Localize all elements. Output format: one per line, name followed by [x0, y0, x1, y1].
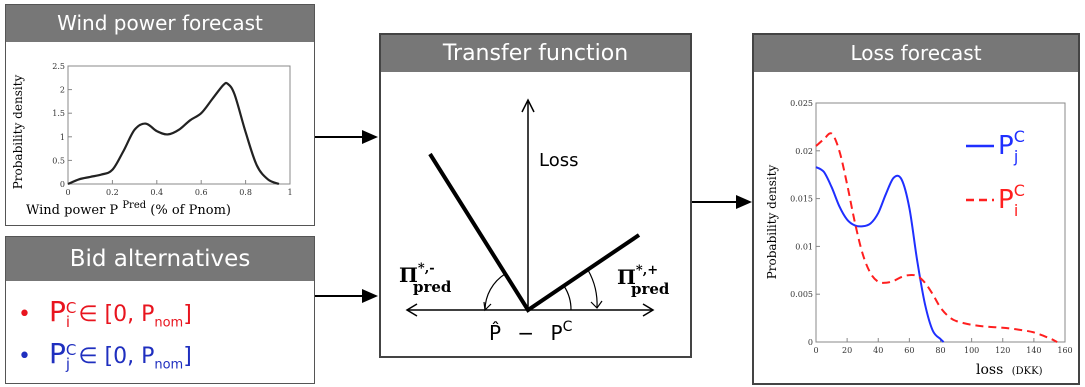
loss-xtick-label: 60: [904, 346, 914, 355]
loss-label: Loss: [539, 150, 578, 171]
angle-arc-left: [484, 273, 506, 311]
wind-xtick-label: 0.4: [150, 188, 163, 197]
wind-ytick-label: 1: [60, 133, 65, 142]
deviation-label: P̂ − PC: [489, 319, 573, 345]
arrow-wind-to-transfer: [315, 130, 378, 144]
loss-plot-frame: [815, 102, 1066, 343]
loss-ytick-label: 0.005: [790, 290, 813, 299]
pi-pred-plus-label: Π*,+: [617, 263, 658, 289]
wind-power-forecast-panel: Wind power forecast Probability density …: [5, 4, 315, 226]
loss-forecast-chart: Probability density 0 0.005 0.01 0.015 0.02 0…: [765, 99, 1073, 378]
wind-xlabel: Wind power P Pred (% of Pnom): [26, 197, 231, 218]
wind-xtick-label: 0.8: [239, 188, 252, 197]
loss-xtick-label: 80: [935, 346, 945, 355]
loss-xtick-label: 40: [873, 346, 883, 355]
arrow-bid-to-transfer: [315, 289, 378, 303]
bullet: •: [18, 344, 31, 369]
angle-arc-right-outer: [587, 269, 598, 309]
loss-xtick-label: 100: [964, 346, 979, 355]
wind-ytick-label: 2.5: [52, 62, 65, 71]
loss-line-pj: [815, 166, 945, 343]
loss-line-pi: [815, 132, 1058, 343]
loss-ytick-label: 0: [808, 338, 813, 347]
loss-ytick-label: 0.01: [795, 242, 813, 251]
loss-xlabel: loss (DKK): [976, 362, 1043, 378]
pi-pred-plus-sub: pred: [631, 280, 670, 298]
loss-axis-arrowhead: [521, 98, 535, 113]
wind-ytick-label: 2: [60, 86, 65, 95]
loss-xtick-label: 140: [1026, 346, 1041, 355]
transfer-function-diagram: Loss Π*,- pred Π*,+ pred P̂ − PC: [399, 98, 670, 345]
wind-ytick-label: 0.5: [52, 156, 65, 165]
loss-xtick-label: 20: [842, 346, 852, 355]
loss-xtick-label: 120: [995, 346, 1010, 355]
deviation-axis-left-arrowhead: [405, 303, 418, 317]
wind-ylabel: Probability density: [11, 74, 25, 189]
pi-pred-minus-label: Π*,-: [399, 261, 435, 287]
wind-power-forecast-title: Wind power forecast: [6, 5, 314, 42]
transfer-function-title: Transfer function: [381, 35, 690, 72]
loss-ytick-label: 0.015: [790, 195, 813, 204]
wind-density-line: [67, 81, 280, 186]
wind-ytick-label: 0: [60, 180, 65, 189]
bid-alternatives-title: Bid alternatives: [6, 237, 314, 281]
transfer-function-panel: Transfer function Loss Π*,- pred Π*,+ pr…: [379, 33, 692, 358]
wind-power-chart: Probability density 0 0.5 1 1.5 2 2.5 0 0.2 0.4…: [11, 62, 293, 218]
loss-ytick-label: 0.025: [790, 99, 813, 108]
loss-forecast-panel: Loss forecast Probability density 0 0.005…: [752, 33, 1080, 385]
loss-ylabel: Probability density: [765, 164, 779, 279]
wind-xtick-label: 1: [287, 188, 292, 197]
wind-ytick-label: 1.5: [52, 109, 65, 118]
loss-forecast-title: Loss forecast: [754, 35, 1078, 72]
wind-xtick-label: 0: [65, 188, 70, 197]
bullet: •: [18, 302, 31, 327]
wind-xtick-label: 0.2: [106, 188, 119, 197]
loss-xtick-label: 0: [813, 346, 818, 355]
pi-pred-minus-sub: pred: [413, 278, 452, 296]
loss-function-line: [428, 152, 641, 313]
deviation-axis-right-arrowhead: [642, 303, 655, 317]
angle-arc-right: [563, 285, 572, 311]
arrow-transfer-to-loss: [692, 195, 752, 209]
wind-plot-frame: [67, 65, 291, 185]
loss-ytick-label: 0.02: [795, 147, 813, 156]
loss-xtick-label: 160: [1057, 346, 1072, 355]
wind-xtick-label: 0.6: [195, 188, 208, 197]
